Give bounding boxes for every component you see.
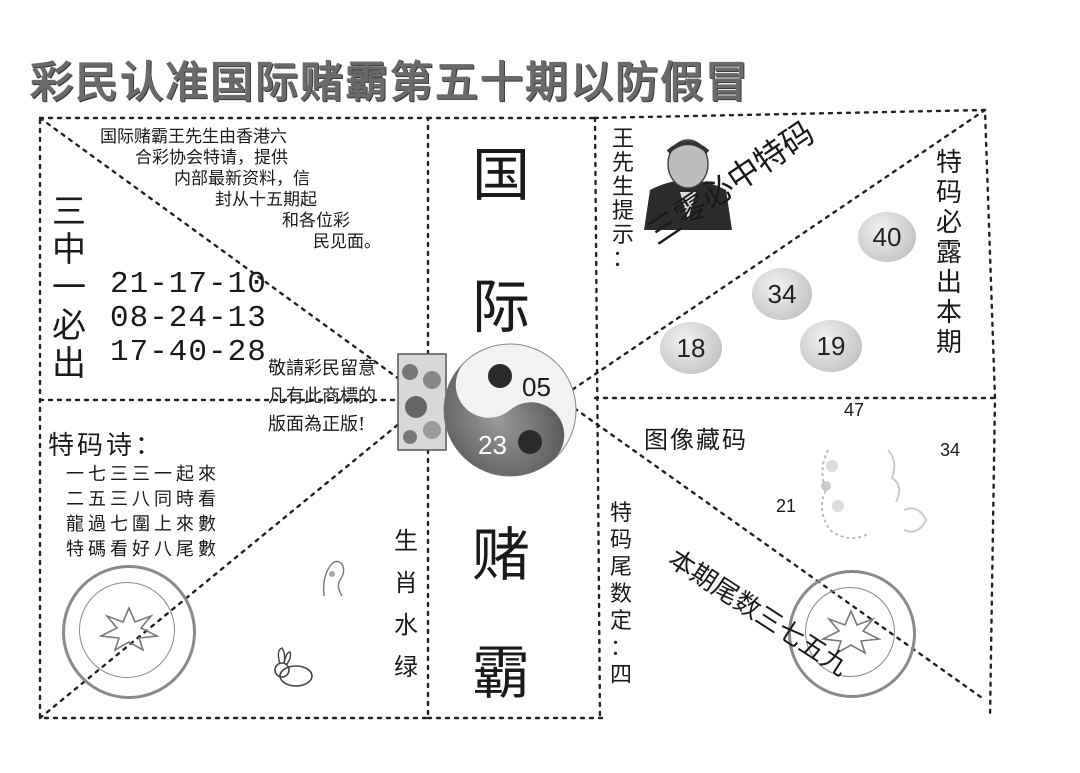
vertical-char: 出 [936, 268, 963, 298]
hint-char: 先 [612, 151, 635, 176]
vertical-char: 数 [610, 582, 633, 607]
zodiac-label: 生 肖 水 绿 [394, 520, 418, 688]
number-ball: 19 [800, 320, 862, 372]
poem-line: 龍過七圍上來數 [66, 514, 220, 535]
hidden-number: 47 [844, 400, 865, 420]
hint-label: 王 先 生 提 示 ： [612, 128, 634, 272]
hint-char: 生 [612, 175, 635, 200]
poem-line: 一七三三一起來 [66, 464, 220, 485]
combo-list: 21-17-10 08-24-13 17-40-28 [110, 268, 267, 370]
vertical-char: 露 [936, 238, 963, 268]
tail-number-label: 特 码 尾 数 定 ： 四 [610, 500, 632, 689]
poem-title: 特码诗： [48, 431, 165, 461]
hint-char: 王 [612, 127, 635, 152]
vertical-char: 三 [52, 192, 86, 232]
poem-line: 二五三八同時看 [66, 489, 220, 510]
vertical-char: 码 [936, 178, 963, 208]
image-code-label: 图像藏码 [644, 426, 748, 454]
intro-text: 国际赌霸王先生由香港六 合彩协会特请，提供 内部最新资料，信 封从十五期起 和各… [100, 127, 420, 253]
hint-char: 提 [612, 199, 635, 224]
page-title: 彩民认准国际赌霸第五十期以防假冒 [30, 58, 750, 108]
vertical-text-tema: 特 码 必 露 出 本 期 [936, 148, 962, 358]
vertical-char: 绿 [394, 653, 418, 681]
poem-body: 一七三三一起來 二五三八同時看 龍過七圍上來數 特碼看好八尾數 [66, 462, 220, 562]
big-char-guo: 国 [472, 141, 531, 209]
vertical-char: 码 [610, 528, 633, 553]
vertical-char: 期 [936, 328, 963, 358]
big-char-ba: 霸 [472, 639, 531, 707]
vertical-char: 特 [936, 148, 963, 178]
yinyang-number-top: 05 [522, 372, 551, 402]
intro-line: 和各位彩 [282, 211, 350, 231]
vertical-char: 水 [394, 611, 418, 639]
number-ball: 34 [752, 268, 812, 320]
official-seal-left [62, 565, 196, 699]
vertical-char: 尾 [610, 555, 633, 580]
vertical-label-sanzhong: 三 中 一 必 出 [52, 193, 86, 383]
combo-item: 21-17-10 [110, 267, 267, 302]
big-char-ji: 际 [472, 273, 531, 341]
hint-char: ： [612, 247, 635, 272]
poem-line: 特碼看好八尾數 [66, 539, 220, 560]
vertical-char: 四 [610, 663, 633, 688]
vertical-char: 肖 [394, 569, 418, 597]
combo-item: 08-24-13 [110, 301, 267, 336]
portrait-photo [640, 130, 736, 230]
vertical-char: 出 [52, 344, 86, 384]
zodiac-sketch-icon [322, 560, 345, 597]
hidden-number: 21 [776, 496, 797, 516]
vertical-char: 生 [394, 527, 418, 555]
notice-line: 版面為正版! [268, 414, 366, 435]
intro-line: 内部最新资料，信 [174, 169, 310, 189]
notice-line: 凡有此商標的 [268, 386, 376, 407]
vertical-char: 本 [936, 298, 963, 328]
vertical-char: 特 [610, 501, 633, 526]
hidden-code-image [820, 449, 928, 540]
vertical-char: ： [610, 636, 633, 661]
hidden-number: 34 [940, 440, 961, 460]
intro-line: 封从十五期起 [215, 190, 317, 210]
vertical-char: 中 [52, 230, 86, 270]
authenticity-notice: 敬請彩民留意 凡有此商標的 版面為正版! [268, 355, 376, 439]
notice-line: 敬請彩民留意 [268, 358, 376, 379]
intro-line: 合彩协会特请，提供 [135, 148, 288, 168]
rabbit-icon [274, 647, 313, 687]
big-char-du: 赌 [472, 521, 531, 589]
hint-char: 示 [612, 223, 635, 248]
yinyang-icon [443, 343, 577, 477]
number-ball: 18 [660, 322, 722, 374]
vertical-char: 一 [52, 268, 86, 308]
vertical-char: 必 [936, 208, 963, 238]
vertical-char: 必 [52, 306, 86, 346]
intro-line: 民见面。 [313, 232, 381, 252]
official-seal-right [788, 570, 916, 698]
number-ball: 40 [858, 212, 916, 262]
combo-item: 17-40-28 [110, 335, 267, 370]
yinyang-number-bottom: 23 [478, 430, 507, 460]
intro-line: 国际赌霸王先生由香港六 [100, 127, 287, 147]
vertical-char: 定 [610, 609, 633, 634]
